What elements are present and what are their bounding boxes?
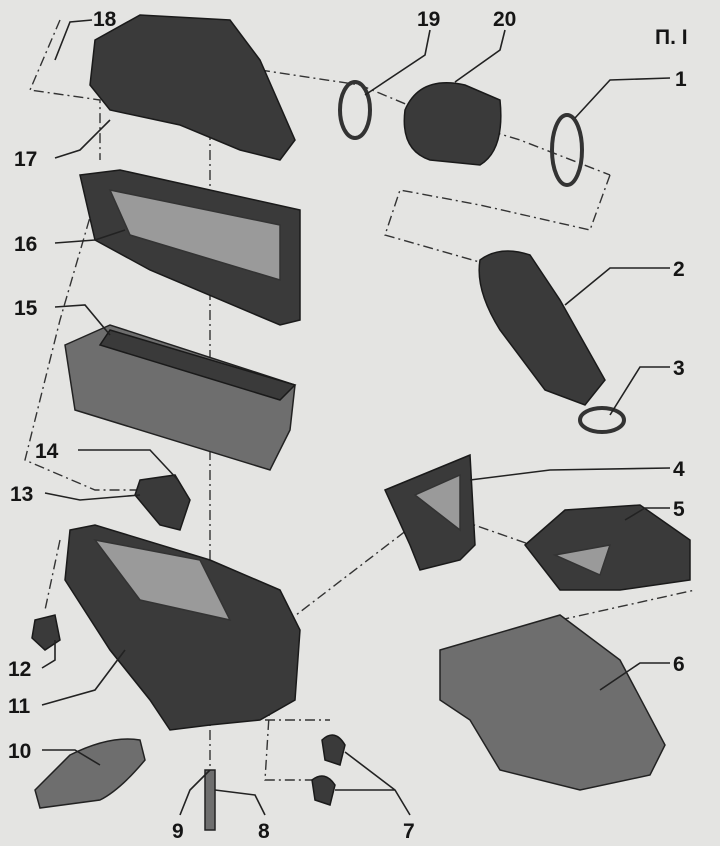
part-14-bracket — [134, 474, 191, 531]
callout-2: 2 — [673, 258, 685, 281]
callout-3: 3 — [673, 357, 685, 380]
callout-18: 18 — [93, 8, 117, 31]
parts — [31, 14, 691, 831]
callout-14: 14 — [35, 440, 59, 463]
part-11-housing-body — [64, 524, 301, 731]
part-17-housing-cover — [89, 14, 296, 161]
callout-15: 15 — [14, 297, 38, 320]
callout-5: 5 — [673, 498, 685, 521]
part-4-air-intake-funnel — [383, 453, 476, 571]
part-12-clip — [31, 614, 61, 651]
part-3-seal-ring — [578, 406, 626, 434]
leader-lines — [41, 19, 671, 816]
part-7-mount-lower — [311, 775, 336, 806]
part-5-opening — [552, 544, 612, 577]
callout-20: 20 — [493, 8, 516, 31]
callout-10: 10 — [8, 740, 31, 763]
callout-13: 13 — [10, 483, 33, 506]
callout-16: 16 — [14, 233, 37, 256]
part-16-frame-opening — [108, 188, 281, 282]
callout-4: 4 — [673, 458, 685, 481]
callout-17: 17 — [14, 148, 37, 171]
part-1-seal-ring — [550, 113, 584, 187]
part-15-filter-pleats — [98, 329, 297, 401]
part-7-mount-upper — [321, 734, 346, 766]
callout-11: 11 — [8, 695, 31, 718]
callout-1: 1 — [675, 68, 687, 91]
part-15-filter-element — [64, 324, 296, 471]
part-11-housing-inner — [93, 538, 232, 622]
part-2-intake-duct — [478, 250, 606, 406]
callout-7: 7 — [403, 820, 415, 843]
part-8-pin — [204, 769, 216, 831]
callout-labels: 18 19 20 П. I 1 17 16 2 15 3 14 4 13 5 1… — [8, 8, 688, 843]
part-6-air-intake-panel — [439, 614, 666, 791]
figure-id: П. I — [655, 26, 688, 49]
callout-12: 12 — [8, 658, 31, 681]
part-10-intake-snorkel — [34, 738, 146, 809]
part-19-seal-ring — [338, 80, 372, 140]
callout-9: 9 — [172, 820, 184, 843]
callout-8: 8 — [258, 820, 270, 843]
part-20-mass-air-flow-sensor — [403, 82, 502, 166]
callout-6: 6 — [673, 653, 685, 676]
callout-19: 19 — [417, 8, 440, 31]
part-4-funnel-opening — [413, 473, 461, 532]
